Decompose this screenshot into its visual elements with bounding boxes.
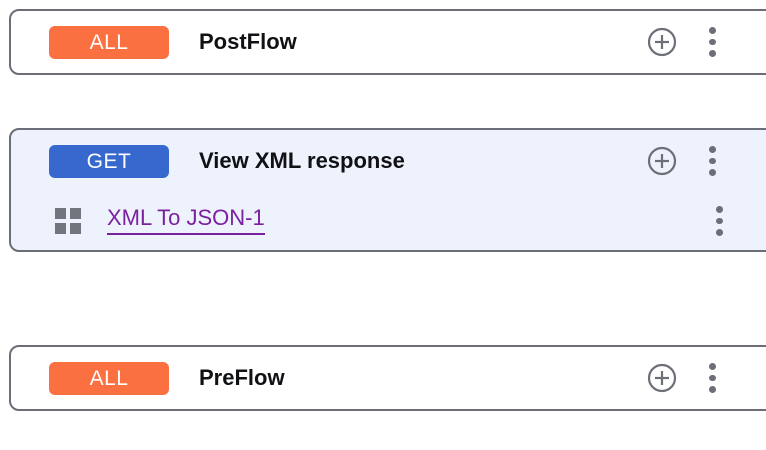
plus-circle-icon[interactable] <box>647 146 677 176</box>
plus-circle-icon[interactable] <box>647 363 677 393</box>
grid-squares-icon <box>55 208 81 234</box>
policy-link-xml-to-json[interactable]: XML To JSON-1 <box>107 207 265 235</box>
kebab-dot <box>708 157 716 165</box>
grid-square <box>70 208 81 219</box>
kebab-dot <box>708 50 716 58</box>
kebab-dot <box>708 386 716 394</box>
row-actions <box>647 347 724 409</box>
grid-square <box>55 208 66 219</box>
method-badge-all: ALL <box>49 361 169 395</box>
flow-title: PreFlow <box>199 365 285 390</box>
kebab-dot <box>708 363 716 370</box>
kebab-menu-icon[interactable] <box>700 363 724 394</box>
kebab-menu-icon[interactable] <box>700 27 724 58</box>
kebab-dot <box>715 217 723 225</box>
flow-header-row[interactable]: ALL PostFlow <box>11 11 766 73</box>
kebab-dot <box>708 146 716 153</box>
row-actions <box>647 11 724 73</box>
kebab-dot <box>715 229 723 237</box>
flow-card-postflow[interactable]: ALL PostFlow <box>9 9 766 75</box>
flow-header-row[interactable]: GET View XML response <box>11 130 766 192</box>
row-actions <box>647 130 724 192</box>
flow-title: View XML response <box>199 148 405 173</box>
flow-header-row[interactable]: ALL PreFlow <box>11 347 766 409</box>
method-badge-all: ALL <box>49 25 169 59</box>
kebab-menu-icon[interactable] <box>700 146 724 177</box>
flow-card-view-xml-response[interactable]: GET View XML response <box>9 128 766 252</box>
plus-circle-icon[interactable] <box>647 27 677 57</box>
kebab-menu-icon[interactable] <box>707 206 731 237</box>
grid-square <box>55 223 66 234</box>
policy-row[interactable]: XML To JSON-1 <box>11 192 766 250</box>
method-badge-get: GET <box>49 144 169 178</box>
grid-square <box>70 223 81 234</box>
kebab-dot <box>715 206 723 213</box>
kebab-dot <box>708 38 716 46</box>
flow-card-preflow[interactable]: ALL PreFlow <box>9 345 766 411</box>
flow-title: PostFlow <box>199 29 297 54</box>
kebab-dot <box>708 27 716 34</box>
kebab-dot <box>708 374 716 382</box>
kebab-dot <box>708 169 716 177</box>
